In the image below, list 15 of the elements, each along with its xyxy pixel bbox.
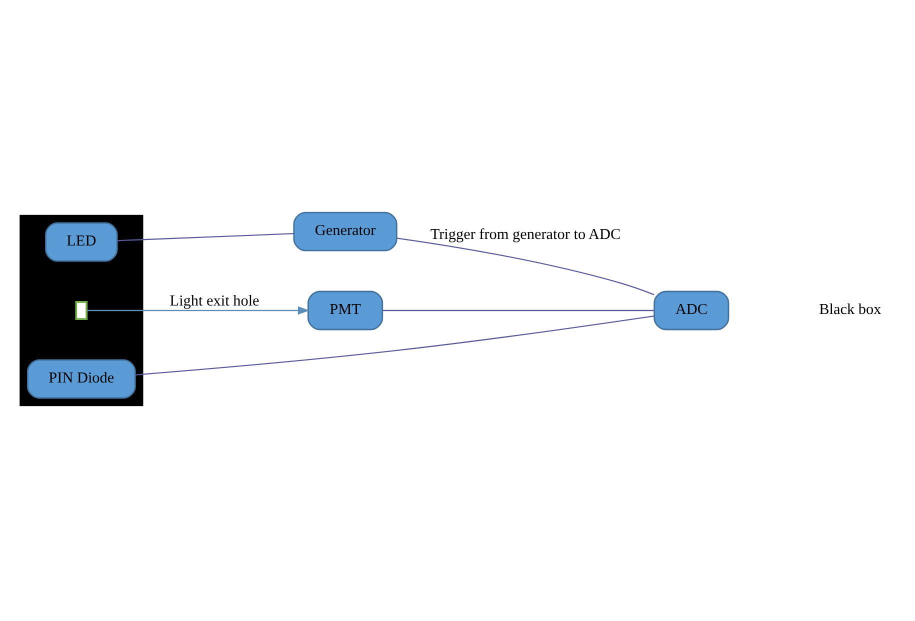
- edge-label: Light exit hole: [170, 292, 260, 310]
- node-box: LED: [45, 222, 118, 262]
- node-box: PMT: [308, 290, 384, 330]
- label: Black box: [819, 301, 882, 318]
- connector: [396, 238, 654, 296]
- cluster: [20, 214, 144, 406]
- connector: [117, 233, 294, 242]
- connector: [382, 310, 654, 312]
- node-box: ADC: [654, 290, 730, 330]
- node-box: [75, 301, 88, 320]
- node-box: Generator: [293, 212, 398, 252]
- arrow: [86, 306, 310, 315]
- node-box: PIN Diode: [26, 359, 136, 399]
- edge-label: Trigger from generator to ADC: [430, 226, 621, 243]
- connector: [135, 315, 654, 376]
